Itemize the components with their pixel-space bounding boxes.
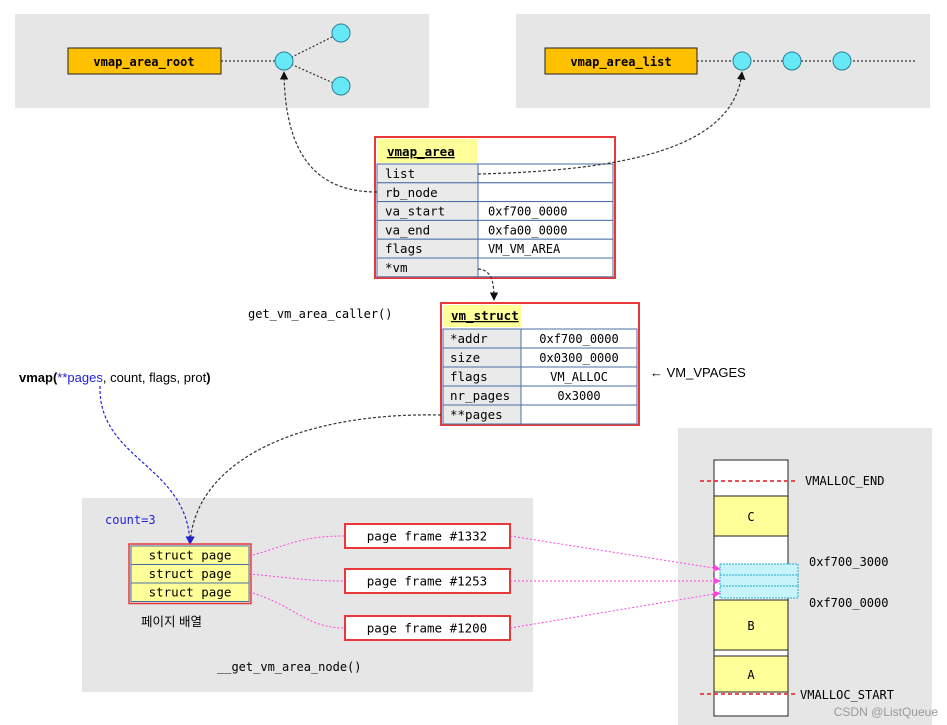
- vmap-other-args: , count, flags, prot: [103, 370, 207, 385]
- tree-child-node-lower: [331, 76, 351, 96]
- page-array-label: 페이지 배열: [141, 615, 202, 629]
- vm-struct-value: VM_ALLOC: [550, 370, 608, 384]
- vmap-area-field: va_start: [385, 204, 445, 219]
- vmalloc-region-b: [713, 599, 789, 651]
- watermark: CSDN @ListQueue: [834, 705, 939, 719]
- tree-child-node-upper: [331, 23, 351, 43]
- vmap-area-title: vmap_area: [387, 144, 455, 160]
- mapped-page-3: [719, 563, 799, 576]
- vmap-fn-name: vmap(: [19, 370, 58, 385]
- list-to-chain-arrow: [477, 71, 746, 175]
- page-frame-label: page frame #1253: [367, 574, 487, 589]
- mapped-page-2: [719, 574, 799, 587]
- vm-struct-title: vm_struct: [451, 308, 519, 324]
- vmap-area-field: flags: [385, 241, 423, 256]
- vm-struct-field: flags: [450, 369, 488, 384]
- frame-link-1: [509, 535, 721, 572]
- vmap-area-root-label: vmap_area_root: [93, 55, 194, 70]
- get-vm-area-caller-label: get_vm_area_caller(): [248, 307, 393, 321]
- vmap-area-value: 0xfa00_0000: [488, 223, 567, 237]
- page-link-1: [248, 535, 346, 557]
- vm-struct-value: 0x0300_0000: [539, 351, 618, 365]
- vmap-area-field: rb_node: [385, 185, 438, 200]
- vmalloc-end-label: VMALLOC_END: [805, 474, 884, 488]
- vm-to-vm-struct-arrow: [477, 268, 499, 301]
- vmap-area-value-cell: [477, 182, 614, 203]
- page-frame-box: [344, 615, 511, 641]
- get-vm-area-node-label: __get_vm_area_node(): [217, 660, 362, 674]
- tree-root-node: [274, 51, 294, 71]
- vmap-area-field: *vm: [385, 260, 408, 275]
- page-frame-label: page frame #1332: [367, 529, 487, 544]
- vmap-close-paren: ): [206, 370, 210, 385]
- page-frame-label: page frame #1200: [367, 621, 487, 636]
- vm-struct-value-cell: [520, 404, 638, 425]
- vmap-area-root-label-box: [67, 47, 222, 75]
- rb-node-to-root-arrow: [279, 71, 378, 193]
- page-link-2: [248, 573, 346, 582]
- vmap-area-field: va_end: [385, 222, 430, 237]
- mapped-page-1: [719, 585, 799, 599]
- vm-struct-value: 0x3000: [557, 389, 600, 403]
- vm-struct-field: **pages: [450, 407, 503, 422]
- vmalloc-region-a-label: A: [747, 668, 755, 682]
- vmalloc-region-a: [713, 655, 789, 693]
- addr-high-label: 0xf700_3000: [809, 555, 888, 569]
- vmap-area-value: 0xf700_0000: [488, 205, 567, 219]
- vmap-area-value-cell: [477, 257, 614, 278]
- vmalloc-region-c-label: C: [747, 510, 754, 524]
- vm-struct-value: 0xf700_0000: [539, 332, 618, 346]
- frame-link-3: [509, 590, 721, 629]
- vmalloc-region-b-label: B: [747, 619, 754, 633]
- vmap-area-list-label-box: [544, 47, 698, 75]
- list-node-2: [782, 51, 802, 71]
- vmap-area-struct: vmap_area list rb_node va_start 0xf700_0000…: [374, 136, 616, 279]
- vm-struct-field: size: [450, 350, 480, 365]
- page-frames: page frame #1332 page frame #1253 page fra…: [344, 523, 511, 641]
- vmalloc-region-c: [713, 495, 789, 537]
- addr-low-label: 0xf700_0000: [809, 596, 888, 610]
- vmalloc-start-label: VMALLOC_START: [800, 688, 894, 702]
- vm-struct-field: *addr: [450, 331, 488, 346]
- pages-to-page-array-arrow: [186, 414, 442, 545]
- struct-page-array: struct page struct page struct page: [128, 543, 252, 605]
- vmap-area-value: VM_VM_AREA: [488, 242, 561, 256]
- vm-struct-field: nr_pages: [450, 388, 510, 403]
- vmap-area-list-label: vmap_area_list: [570, 55, 671, 70]
- vmap-pages-arg: **pages: [57, 370, 103, 385]
- struct-page-label: struct page: [149, 548, 232, 563]
- vm-vpages-label: ← VM_VPAGES: [650, 365, 746, 380]
- struct-page-label: struct page: [149, 566, 232, 581]
- vmap-area-field: list: [385, 166, 415, 181]
- list-node-3: [832, 51, 852, 71]
- tree-edge-upper: [283, 32, 341, 62]
- struct-page-label: struct page: [149, 585, 232, 600]
- vmap-pages-arg-arrow: [99, 385, 194, 545]
- vmalloc-space: C B A: [713, 459, 799, 717]
- count-label: count=3: [105, 513, 156, 527]
- vmap-signature: vmap(**pages, count, flags, prot): [19, 370, 211, 385]
- list-node-1: [732, 51, 752, 71]
